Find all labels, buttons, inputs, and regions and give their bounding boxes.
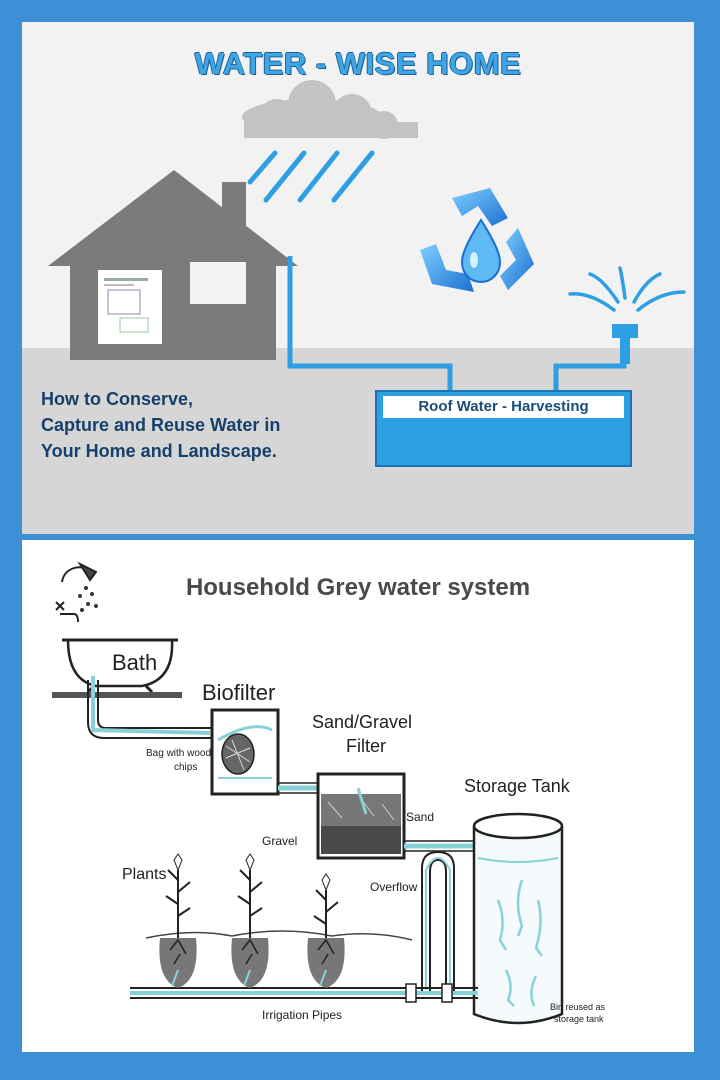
bag-label-2: chips xyxy=(174,762,198,773)
soil-line xyxy=(145,930,413,941)
biofilter-label: Biofilter xyxy=(202,680,276,705)
filter-label: Filter xyxy=(346,736,386,756)
plants-label: Plants xyxy=(122,866,167,883)
overflow-label: Overflow xyxy=(370,880,418,894)
water-flow xyxy=(91,676,211,735)
bin-label-2: storage tank xyxy=(554,1014,604,1024)
storage-tank xyxy=(472,812,564,1025)
plant-icon xyxy=(307,873,345,988)
irrigation-label: Irrigation Pipes xyxy=(262,1008,343,1022)
bag-label: Bag with wood xyxy=(146,748,212,759)
tagline-line: Capture and Reuse Water in xyxy=(41,415,281,435)
house-icon xyxy=(48,170,298,360)
gravel-label: Gravel xyxy=(262,834,298,848)
drain-pipe xyxy=(87,680,212,739)
harvest-tank: Roof Water - Harvesting xyxy=(375,390,632,467)
tank-label: Roof Water - Harvesting xyxy=(383,396,624,418)
recycle-water-icon xyxy=(420,188,534,292)
page-title: WATER - WISE HOME xyxy=(194,46,522,81)
sprinkler-icon xyxy=(568,266,686,364)
overflow-pipe xyxy=(421,850,455,992)
tagline: How to Conserve, Capture and Reuse Water… xyxy=(41,386,351,464)
section-title: Household Grey water system xyxy=(185,574,531,601)
sand-gravel-filter xyxy=(316,772,406,860)
irrigation-pipe xyxy=(130,983,478,1003)
bath-label: Bath xyxy=(112,650,158,675)
top-illustration xyxy=(48,80,686,390)
tagline-line: Your Home and Landscape. xyxy=(41,441,277,461)
sand-gravel-label: Sand/Gravel xyxy=(312,712,413,732)
greywater-panel: Household Grey water system xyxy=(22,540,694,1052)
bin-label: Bin reused as xyxy=(550,1002,606,1012)
overflow-flow xyxy=(425,857,451,990)
pipe-outline xyxy=(278,782,320,794)
plant-icon xyxy=(159,853,197,988)
bath-icon xyxy=(62,638,178,694)
plant-icon xyxy=(231,853,269,988)
tagline-line: How to Conserve, xyxy=(41,389,194,409)
cloud-icon xyxy=(242,80,418,139)
bath-floor xyxy=(52,692,182,698)
biofilter-box xyxy=(210,708,280,796)
greywater-diagram xyxy=(52,561,564,1025)
sand-label: Sand xyxy=(406,810,435,824)
rain-icon xyxy=(247,150,375,203)
water-wise-panel: WATER - WISE HOME xyxy=(22,22,694,534)
tap-icon xyxy=(55,601,79,623)
shower-icon xyxy=(61,561,98,612)
storage-tank-label: Storage Tank xyxy=(464,776,570,796)
